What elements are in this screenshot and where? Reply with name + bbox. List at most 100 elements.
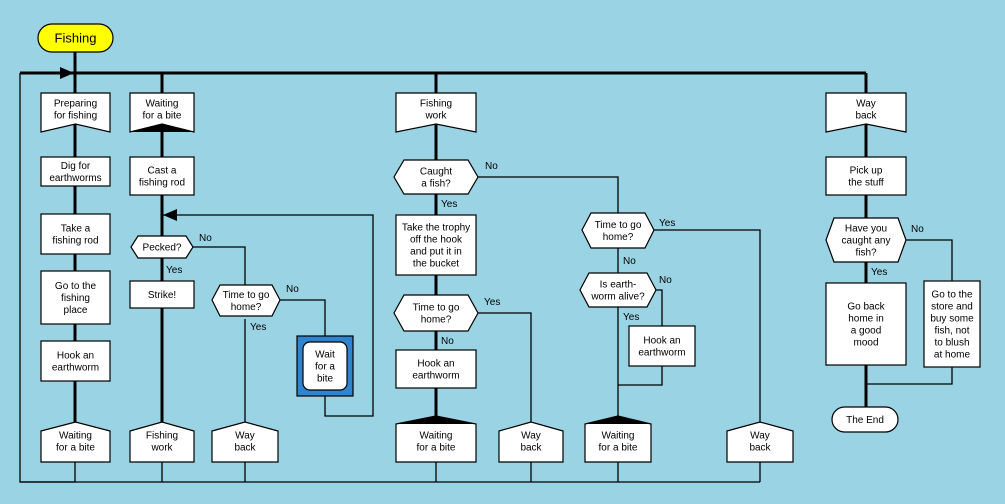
label-line: store and bbox=[931, 302, 973, 313]
label-line: earthworms bbox=[49, 173, 101, 184]
edge-caught-any-yes: Yes bbox=[871, 267, 887, 278]
edge-time-a-yes: Yes bbox=[484, 297, 500, 308]
label-line: Way bbox=[235, 431, 255, 442]
c3-hook-b bbox=[628, 325, 696, 367]
c3b-time-yes bbox=[654, 229, 761, 422]
c3-caught-decision bbox=[393, 159, 479, 195]
c2-time-decision bbox=[211, 284, 281, 317]
label-line: Time to go bbox=[223, 290, 270, 301]
label-line: Waiting bbox=[146, 99, 179, 110]
label-line: Time to go bbox=[413, 303, 460, 314]
c4-end-terminator bbox=[831, 406, 899, 433]
edge-time-a-no: No bbox=[441, 336, 454, 347]
label-line: Pecked? bbox=[143, 243, 182, 254]
edge-time-no: No bbox=[286, 284, 299, 295]
label-line: home in bbox=[848, 314, 884, 325]
c4-caught-any-decision bbox=[825, 217, 907, 263]
label-line: Way bbox=[521, 431, 541, 442]
label-line: for a bite bbox=[56, 443, 95, 454]
c2-time-no bbox=[280, 299, 326, 338]
label-line: Preparing bbox=[54, 99, 97, 110]
label-line: a fish? bbox=[421, 179, 451, 190]
c3-footer-wait-a-marker bbox=[396, 416, 476, 424]
label-line: Take the trophy bbox=[402, 223, 470, 234]
edge-time-yes: Yes bbox=[250, 322, 266, 333]
c4-end-label: The End bbox=[846, 415, 884, 426]
label-line: fishing bbox=[61, 293, 90, 304]
label-line: Hook an bbox=[643, 336, 680, 347]
c1-header-shape bbox=[40, 92, 111, 133]
c4-store-join bbox=[866, 367, 953, 385]
c3-alive-label: Is earth-worm alive? bbox=[590, 280, 645, 303]
c3-caught-no bbox=[478, 176, 619, 213]
c3-time-a-decision bbox=[393, 294, 479, 332]
arrowhead-loop bbox=[163, 209, 177, 221]
label-line: earthworm bbox=[638, 348, 685, 359]
c2-wait-inner bbox=[302, 341, 348, 391]
label-line: and put it in bbox=[410, 247, 462, 258]
label-line: buy some bbox=[930, 314, 974, 325]
c3-hook-a bbox=[395, 349, 477, 389]
label-line: off the hook bbox=[410, 235, 463, 246]
label-line: Way bbox=[856, 99, 876, 110]
label-line: Take a bbox=[61, 224, 91, 235]
c1-step-rod bbox=[40, 213, 111, 255]
label-line: Waiting bbox=[59, 431, 92, 442]
label-line: Go to the bbox=[931, 290, 973, 301]
label-line: Have you bbox=[845, 224, 887, 235]
label-line: fishing rod bbox=[139, 178, 185, 189]
label-line: back bbox=[234, 443, 256, 454]
c3-time-b-decision bbox=[581, 212, 655, 249]
title-shape bbox=[37, 23, 114, 53]
label-line: for a bite bbox=[417, 443, 456, 454]
label-line: Caught bbox=[420, 167, 452, 178]
c2-footer-back-shape bbox=[211, 421, 279, 463]
c2-wait-loop bbox=[163, 214, 374, 417]
c3-header-shape bbox=[395, 92, 477, 133]
label-line: Go to the bbox=[55, 281, 97, 292]
label-line: mood bbox=[853, 338, 878, 349]
c2-header-marker bbox=[130, 124, 194, 132]
label-line: The End bbox=[846, 415, 884, 426]
label-line: Fishing bbox=[420, 99, 452, 110]
c2-pecked-label: Pecked? bbox=[143, 243, 182, 254]
label-line: earthworm bbox=[412, 371, 459, 382]
c4-pickup bbox=[825, 156, 907, 196]
label-line: work bbox=[150, 443, 173, 454]
c1-step-place bbox=[40, 270, 111, 325]
c2-pecked-decision bbox=[130, 235, 194, 259]
label-line: caught any bbox=[842, 236, 891, 247]
label-line: Hook an bbox=[417, 359, 454, 370]
label-line: Dig for bbox=[61, 161, 91, 172]
label-line: at home bbox=[934, 350, 971, 361]
c1-footer-shape bbox=[40, 421, 111, 463]
label-line: back bbox=[749, 443, 771, 454]
label-line: Wait bbox=[315, 350, 335, 361]
label-line: Pick up bbox=[850, 166, 883, 177]
edge-caught-any-no: No bbox=[911, 224, 924, 235]
label-line: for a bite bbox=[143, 111, 182, 122]
label-line: Is earth- bbox=[600, 280, 637, 291]
label-line: Go back bbox=[847, 302, 885, 313]
c4-store bbox=[923, 280, 981, 368]
label-line: Way bbox=[750, 431, 770, 442]
title-node: Fishing bbox=[37, 23, 114, 53]
label-line: Waiting bbox=[602, 431, 635, 442]
label-line: earthworm bbox=[52, 363, 99, 374]
c3b-hook-join bbox=[618, 366, 663, 386]
